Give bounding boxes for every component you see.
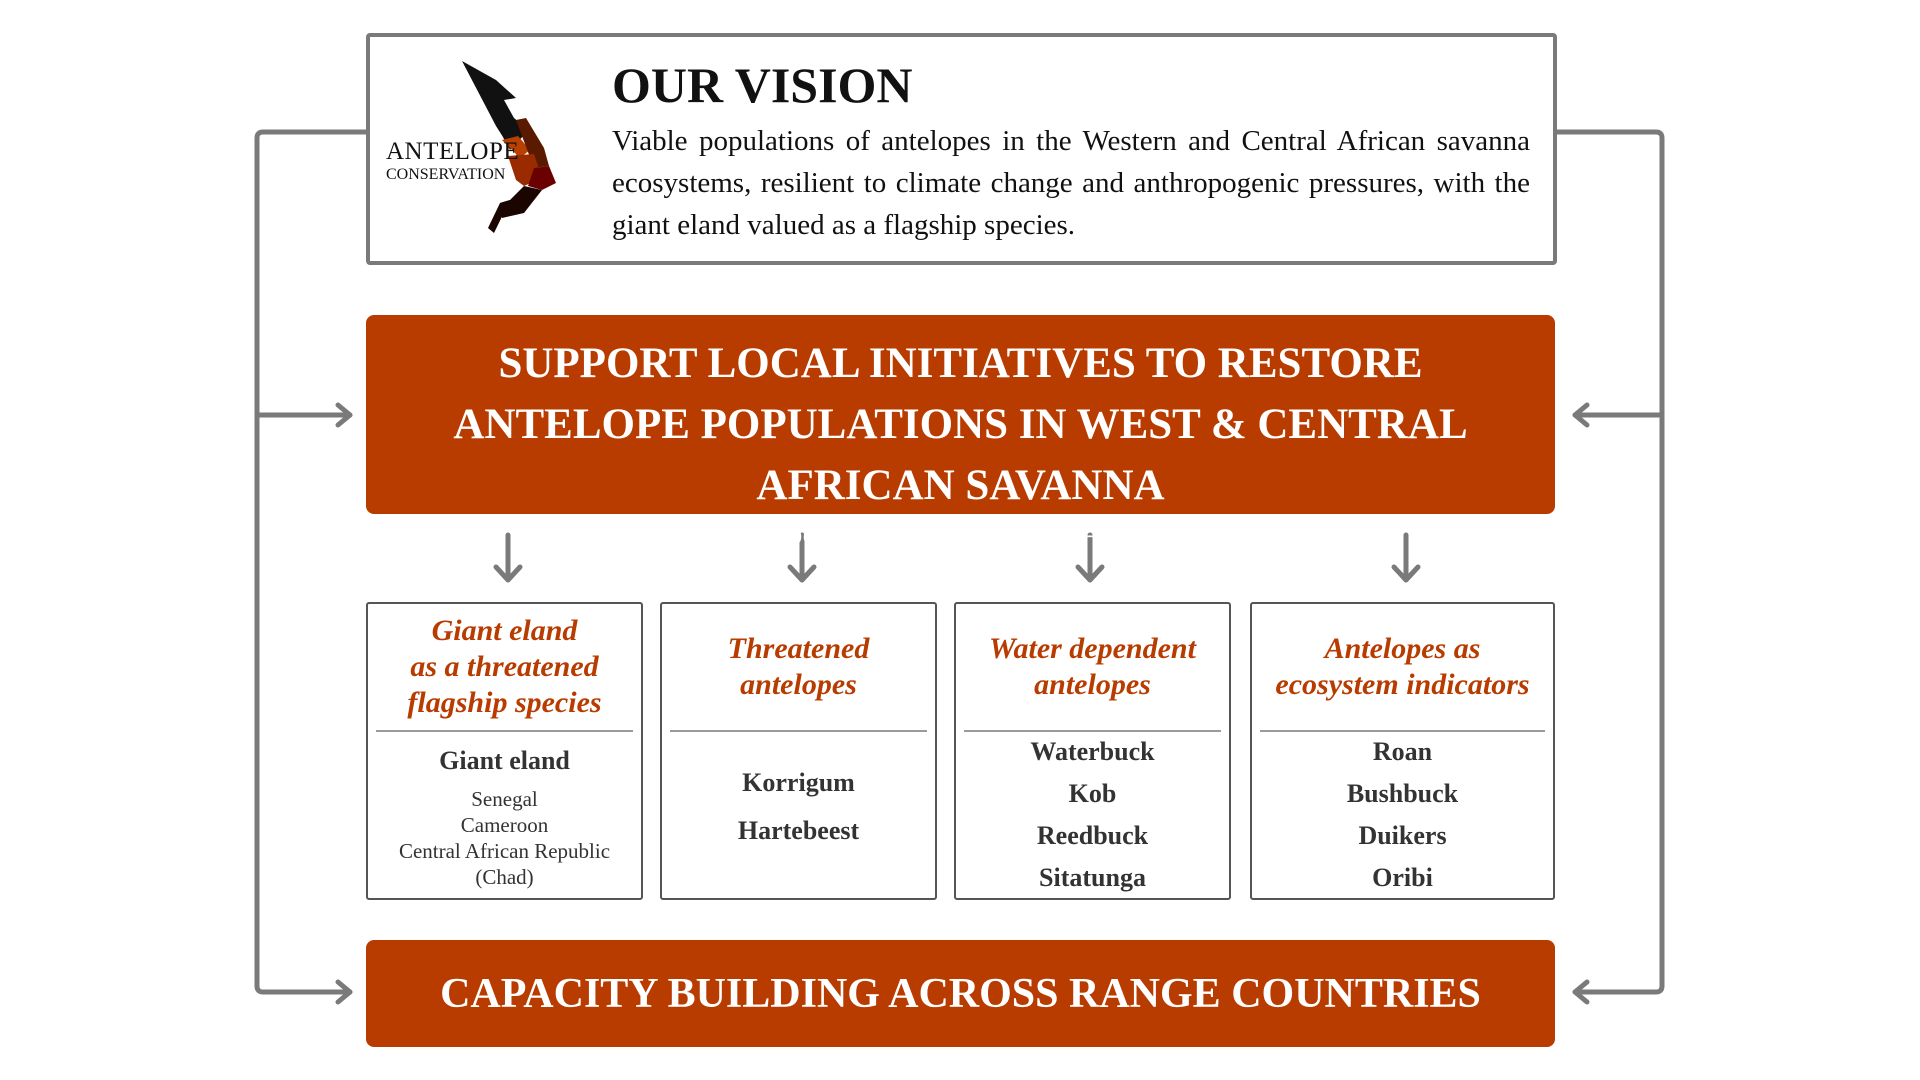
species-item: Giant eland [439,746,570,775]
heading-line: Antelopes as [1324,632,1481,665]
theme-box-water-dependent: Water dependent antelopes Waterbuck Kob … [954,602,1231,900]
vision-title: OUR VISION [612,57,913,113]
theme-heading: Threatened antelopes [662,604,935,730]
species-item: Oribi [1372,863,1433,892]
species-item: Duikers [1358,821,1447,850]
country-item: Cameroon [460,813,549,837]
divider [670,730,927,732]
theme-heading: Water dependent antelopes [956,604,1229,730]
theme-box-giant-eland: Giant eland as a threatened flagship spe… [366,602,643,900]
capacity-building-title: CAPACITY BUILDING ACROSS RANGE COUNTRIES [440,970,1481,1017]
theme-heading: Giant eland as a threatened flagship spe… [368,604,641,730]
vision-box [366,33,1557,265]
antelope-conservation-logo: ANTELOPE CONSERVATION [384,58,594,238]
main-goal-box: SUPPORT LOCAL INITIATIVES TO RESTORE ANT… [366,315,1555,551]
heading-line: antelopes [1034,668,1151,701]
divider [964,730,1221,732]
theme-box-ecosystem-indicators: Antelopes as ecosystem indicators Roan B… [1250,602,1555,900]
country-item: (Chad) [475,865,534,889]
species-item: Sitatunga [1039,863,1146,892]
logo-text-antelope: ANTELOPE [386,138,520,165]
heading-line: flagship species [407,686,602,719]
divider [376,730,633,732]
theme-heading: Antelopes as ecosystem indicators [1252,604,1553,730]
theme-box-threatened: Threatened antelopes Korrigum Hartebeest [660,602,937,900]
heading-line: Giant eland [431,614,578,647]
species-item: Roan [1372,737,1433,766]
species-item: Waterbuck [1030,737,1155,766]
main-goal-title: SUPPORT LOCAL INITIATIVES TO RESTORE ANT… [453,340,1468,509]
logo-text-conservation: CONSERVATION [386,166,506,183]
species-item: Hartebeest [737,816,860,845]
heading-line: as a threatened [410,650,599,683]
heading-line: Threatened [727,632,870,665]
heading-line: Water dependent [989,632,1196,665]
main-goal-subtitle: Status Updates - Conservation Action Pla… [672,516,1249,551]
heading-line: ecosystem indicators [1275,668,1530,701]
species-item: Kob [1068,779,1117,808]
species-item: Korrigum [742,768,855,797]
divider [1260,730,1545,732]
vision-text: Viable populations of antelopes in the W… [612,125,1530,241]
country-item: Senegal [471,787,538,811]
species-item: Bushbuck [1346,779,1459,808]
species-item: Reedbuck [1036,821,1149,850]
antelope-head-icon [462,61,556,233]
country-item: Central African Republic [398,839,611,863]
capacity-building-box: CAPACITY BUILDING ACROSS RANGE COUNTRIES [366,940,1555,1047]
heading-line: antelopes [740,668,857,701]
